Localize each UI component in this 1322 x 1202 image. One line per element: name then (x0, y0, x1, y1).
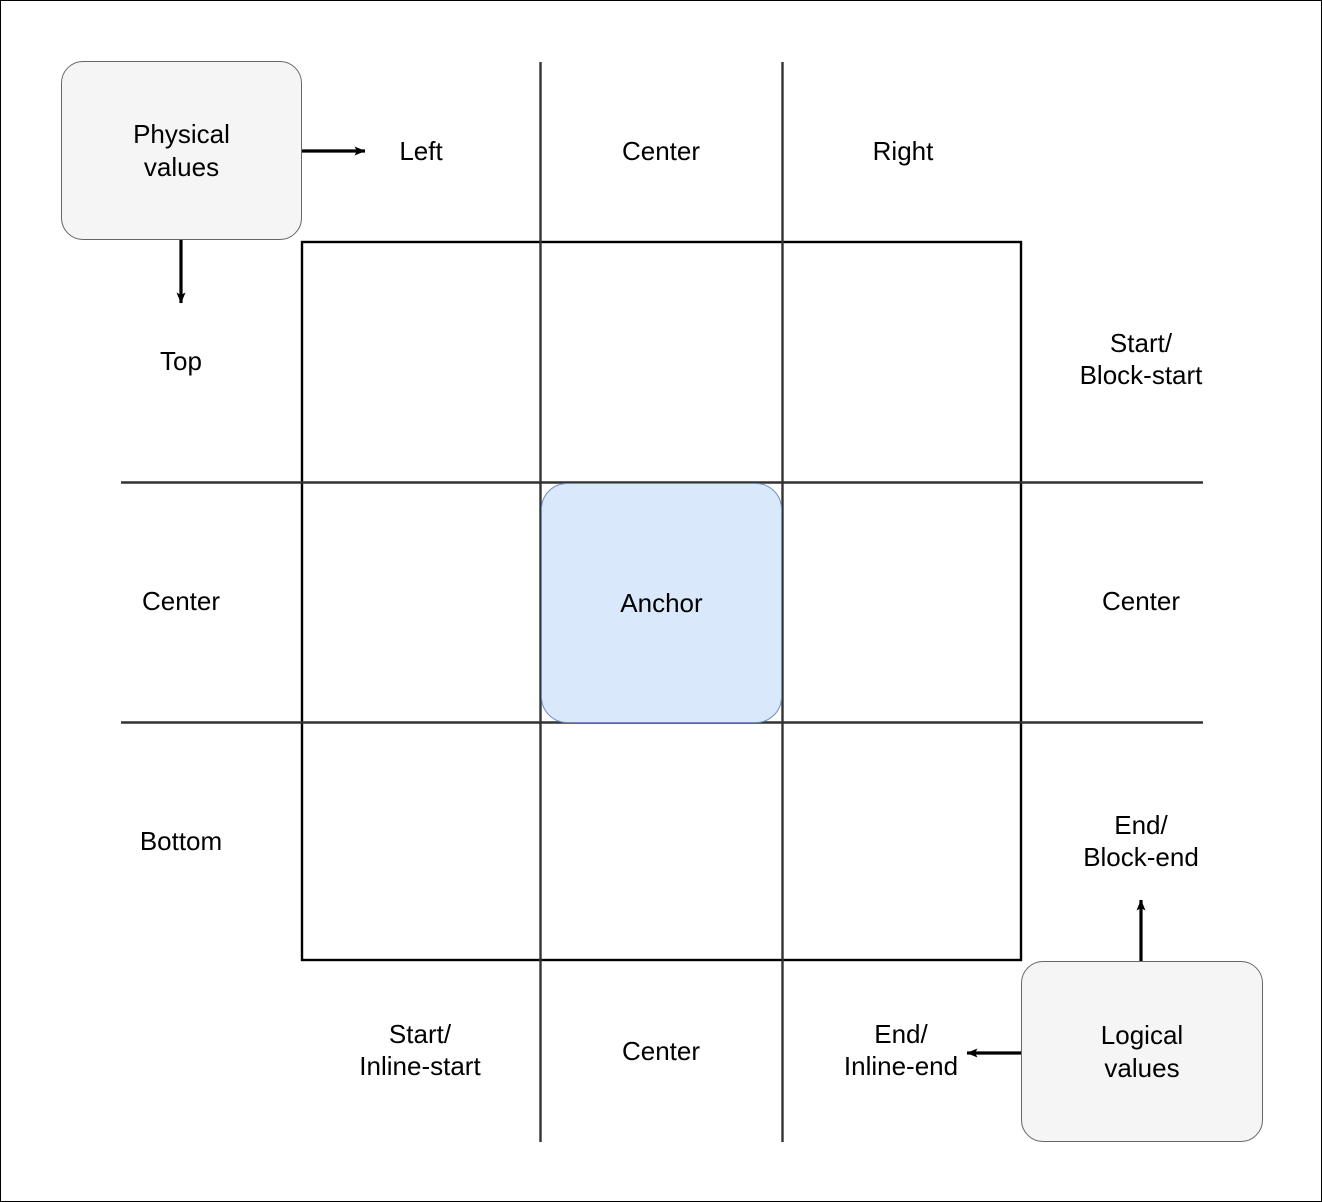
bottom-label-inline-start: Start/ Inline-start (359, 1019, 481, 1081)
top-label-right: Right (872, 136, 934, 166)
top-label-left: Left (399, 136, 443, 166)
right-label-block-start: Start/ Block-start (1079, 328, 1203, 390)
top-label-center: Center (621, 136, 701, 166)
left-label-top: Top (160, 346, 202, 376)
bottom-label-inline-end: End/ Inline-end (843, 1019, 959, 1081)
right-label-center: Center (1101, 586, 1181, 616)
left-label-center: Center (141, 586, 221, 616)
anchor-box[interactable]: Anchor (541, 483, 782, 723)
logical-values-box[interactable]: Logical values (1021, 961, 1263, 1142)
right-label-block-end: End/ Block-end (1083, 810, 1199, 872)
left-label-bottom: Bottom (139, 826, 223, 856)
physical-values-box[interactable]: Physical values (61, 61, 302, 240)
bottom-label-center: Center (621, 1036, 701, 1066)
